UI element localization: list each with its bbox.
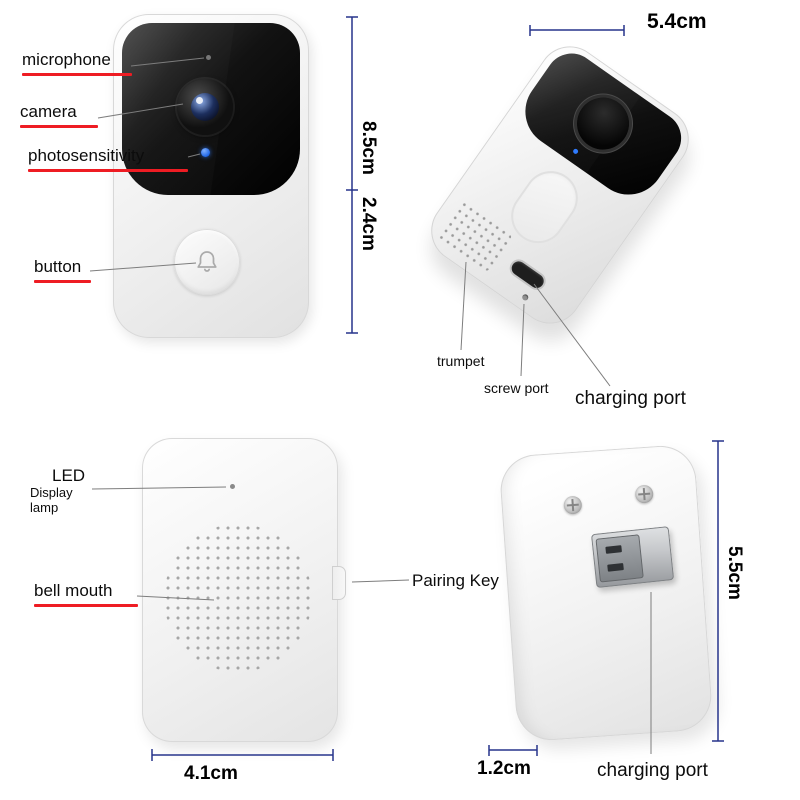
charging-port-slot: [508, 258, 547, 291]
label-trumpet: trumpet: [437, 353, 485, 369]
leader-trumpet: [460, 261, 467, 351]
doorbell-back-view: [418, 33, 702, 337]
chime-plug-view: [498, 443, 714, 743]
dim-chime-depth: 1.2cm: [477, 758, 531, 779]
screw-left: [563, 495, 583, 515]
label-screw-port: screw port: [484, 380, 549, 396]
dim-line-width-41: [151, 749, 334, 761]
label-pairing-key: Pairing Key: [412, 571, 499, 590]
microphone-underline: [22, 73, 132, 76]
button-underline: [34, 280, 91, 283]
dim-line-height-85-24: [346, 16, 358, 334]
back-oval-recess: [500, 160, 589, 254]
dim-line-width-54: [529, 25, 625, 36]
camera-lens: [191, 93, 219, 121]
photosensitivity-led: [201, 148, 210, 157]
bell-mouth-speaker: [164, 524, 312, 672]
label-charging-port-back: charging port: [575, 388, 686, 409]
leader-pairing-key: [351, 579, 410, 583]
camera-underline: [20, 125, 98, 128]
camera-lens-ring: [177, 79, 233, 135]
usb-face: [595, 534, 644, 583]
label-button: button: [34, 257, 82, 276]
bell-mouth-underline: [34, 604, 138, 607]
chime-front-view: [142, 438, 346, 742]
usb-slot: [605, 545, 622, 554]
usb-slot: [607, 563, 624, 572]
screw-port-hole: [521, 293, 530, 302]
label-microphone: microphone: [22, 50, 111, 69]
label-bell-mouth: bell mouth: [34, 581, 113, 600]
dim-chime-height: 5.5cm: [724, 546, 745, 600]
dim-line-depth-12: [488, 745, 538, 756]
leader-screw-port: [520, 303, 525, 377]
microphone-hole: [206, 55, 211, 60]
label-display-lamp: Display lamp: [30, 485, 73, 516]
doorbell-front-view: [113, 14, 309, 338]
label-charging-port-side: charging port: [597, 760, 708, 781]
label-led: LED: [52, 466, 86, 485]
led-display-lamp: [230, 484, 235, 489]
dim-doorbell-height: 8.5cm: [358, 121, 379, 175]
label-led-block: LED Display lamp: [30, 466, 92, 516]
dim-chime-width: 4.1cm: [184, 763, 238, 784]
pairing-key-button: [332, 566, 346, 600]
dim-doorbell-width: 5.4cm: [647, 10, 707, 33]
usb-plug: [590, 526, 675, 588]
label-camera: camera: [20, 102, 77, 121]
dim-doorbell-depth: 2.4cm: [358, 197, 379, 251]
bell-icon: [197, 251, 217, 272]
photosensitivity-underline: [28, 169, 188, 172]
screw-right: [634, 484, 654, 504]
label-photosensitivity: photosensitivity: [28, 146, 145, 165]
trumpet-speaker-grille: [435, 199, 515, 275]
doorbell-button: [174, 229, 240, 295]
